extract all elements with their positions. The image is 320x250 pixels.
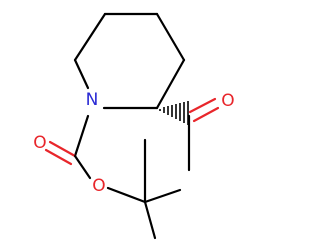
carbonyl-oxygen-atom-label: O xyxy=(33,133,46,153)
bond-ester-o-tert-c xyxy=(106,186,147,204)
acetyl-group xyxy=(187,97,220,172)
bond-n1-carbonyl-c xyxy=(73,114,90,158)
bond-c6-c5 xyxy=(73,12,107,62)
bond-c3-c2 xyxy=(155,58,186,110)
ester-oxygen-atom-label: O xyxy=(92,176,105,196)
ketone-oxygen-atom-label: O xyxy=(221,91,234,111)
molecule-structure-diagram: N O O O xyxy=(33,12,235,240)
bond-c4-c3 xyxy=(155,12,186,62)
bond-carbonyl-c-o-1 xyxy=(48,140,77,158)
bond-n1-c6 xyxy=(73,58,90,90)
bond-carbonyl-c-ester-o xyxy=(73,154,92,180)
atom-labels: N O O O xyxy=(33,90,234,196)
nitrogen-atom-label: N xyxy=(86,90,99,110)
piperidine-ring xyxy=(73,12,186,110)
bond-tert-c-methyl-right xyxy=(143,188,182,204)
boc-carbamate-group xyxy=(44,114,182,240)
stereo-hashed-wedge-bond xyxy=(159,101,189,125)
bond-acetyl-c-o-2 xyxy=(192,106,220,123)
bond-tert-c-methyl-down xyxy=(143,200,157,240)
bond-carbonyl-c-o-2 xyxy=(44,148,73,166)
bond-acetyl-c-o-1 xyxy=(188,97,217,114)
